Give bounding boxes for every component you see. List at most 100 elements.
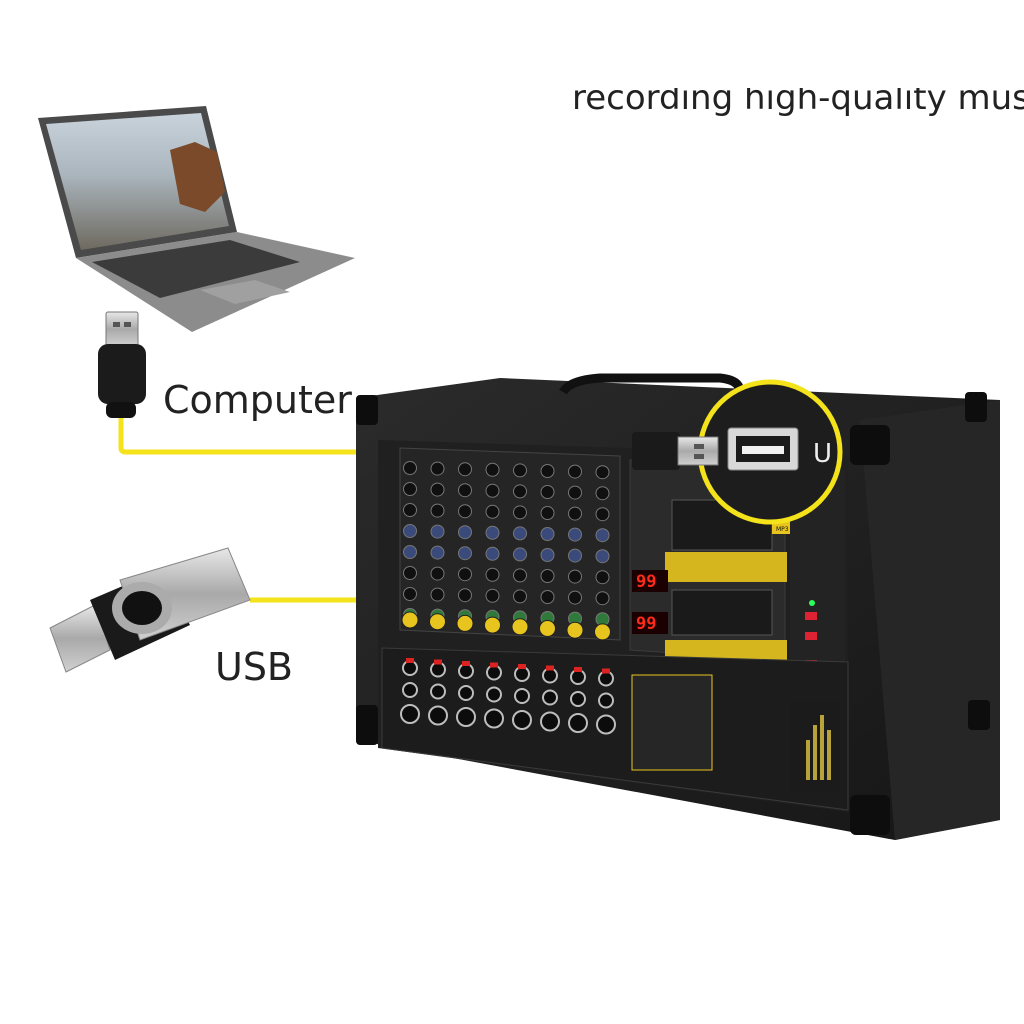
channel-knob bbox=[540, 506, 555, 520]
input-jack bbox=[570, 669, 586, 685]
channel-knob bbox=[485, 504, 500, 519]
channel-knob bbox=[513, 568, 527, 583]
input-jack bbox=[570, 691, 586, 707]
display-top-value: 99 bbox=[636, 572, 656, 592]
channel-knob bbox=[458, 588, 472, 603]
channel-knob bbox=[430, 545, 445, 560]
input-jack bbox=[402, 682, 418, 698]
channel-knob bbox=[595, 486, 610, 501]
channel-fader-knob bbox=[539, 620, 556, 637]
channel-fader-knob bbox=[511, 618, 529, 636]
channel-knob bbox=[403, 482, 417, 496]
vu-meter-graphic bbox=[806, 715, 831, 780]
channel-knob bbox=[485, 546, 500, 561]
input-jack bbox=[402, 660, 418, 676]
channel-knob bbox=[458, 462, 472, 477]
channel-fader-knob bbox=[594, 623, 611, 641]
input-jack bbox=[484, 708, 504, 729]
display-bottom bbox=[632, 612, 668, 634]
usb-label: USB bbox=[215, 645, 294, 689]
input-jack bbox=[458, 663, 474, 679]
channel-knob bbox=[595, 507, 610, 522]
channel-knob bbox=[430, 566, 445, 581]
clip-led bbox=[406, 658, 414, 663]
usb-flash-drive-image bbox=[49, 547, 251, 673]
input-jack bbox=[486, 664, 502, 681]
clip-led bbox=[546, 665, 554, 671]
clip-led bbox=[434, 659, 442, 665]
channel-fader-knob bbox=[484, 616, 501, 634]
input-jack bbox=[456, 707, 476, 727]
usb-port-magnifier: U bbox=[697, 379, 843, 525]
channel-knob bbox=[540, 590, 555, 604]
channel-knob bbox=[403, 503, 417, 517]
input-jack bbox=[430, 661, 446, 678]
clip-led bbox=[490, 662, 498, 668]
channel-knob bbox=[595, 570, 610, 585]
channel-knob bbox=[458, 483, 472, 498]
channel-knob bbox=[568, 485, 582, 500]
channel-knob bbox=[458, 546, 472, 561]
channel-knob bbox=[568, 527, 582, 542]
channel-knob bbox=[403, 545, 417, 559]
channel-knob bbox=[568, 506, 582, 521]
input-jack bbox=[486, 686, 502, 703]
channel-knob bbox=[403, 587, 417, 601]
channel-knob bbox=[403, 524, 417, 538]
channel-knob bbox=[485, 588, 500, 603]
channel-knob bbox=[458, 504, 472, 519]
input-jack bbox=[598, 692, 614, 709]
channel-knob bbox=[513, 463, 527, 478]
channel-knob bbox=[485, 567, 500, 582]
channel-knob bbox=[485, 462, 500, 477]
channel-knob bbox=[430, 524, 445, 539]
clip-led bbox=[602, 668, 610, 674]
computer-cable bbox=[118, 418, 640, 455]
input-jacks bbox=[400, 658, 616, 735]
channel-knob bbox=[568, 590, 582, 605]
computer-label: Computer bbox=[163, 378, 352, 422]
display-bottom-value: 99 bbox=[636, 614, 656, 634]
usb-plug-image bbox=[98, 311, 146, 418]
channel-knob bbox=[540, 527, 555, 541]
input-jack bbox=[542, 689, 558, 706]
channel-knob bbox=[595, 528, 610, 543]
channel-knob bbox=[430, 503, 445, 518]
input-jack bbox=[514, 666, 530, 682]
channel-knob bbox=[403, 566, 417, 580]
channel-knob bbox=[540, 485, 555, 499]
laptop-image bbox=[38, 106, 355, 332]
channel-knob bbox=[513, 547, 527, 562]
channel-knob bbox=[568, 569, 582, 584]
channel-knob bbox=[513, 589, 527, 604]
channel-knob bbox=[403, 461, 417, 475]
channel-knob bbox=[568, 464, 582, 479]
channel-knob bbox=[430, 461, 445, 476]
mixer-front-panel: 99 99 MP3 PLAYER bbox=[378, 440, 849, 812]
caption-text: recording high-quality music. bbox=[572, 78, 1024, 118]
channel-knob bbox=[540, 548, 555, 562]
input-jack bbox=[540, 711, 560, 732]
input-jack bbox=[596, 714, 616, 735]
channel-knob bbox=[458, 567, 472, 582]
input-jack bbox=[512, 710, 532, 730]
channel-knob bbox=[485, 525, 500, 540]
channel-knob bbox=[485, 483, 500, 498]
channel-knob bbox=[430, 482, 445, 497]
port-letter: U bbox=[813, 439, 832, 469]
channel-knob bbox=[595, 591, 610, 606]
input-jack bbox=[542, 667, 558, 684]
channel-knob bbox=[513, 505, 527, 520]
input-jack bbox=[430, 683, 446, 700]
input-jack bbox=[428, 705, 448, 726]
channel-knob bbox=[595, 465, 610, 480]
channel-knob bbox=[430, 587, 445, 602]
usb-cable-connector bbox=[632, 432, 719, 470]
channel-knobs bbox=[401, 461, 611, 641]
channel-fader-knob bbox=[566, 621, 584, 639]
clip-led bbox=[518, 664, 526, 669]
input-jack bbox=[514, 688, 530, 704]
channel-knob bbox=[540, 464, 555, 478]
channel-knob bbox=[540, 569, 555, 583]
